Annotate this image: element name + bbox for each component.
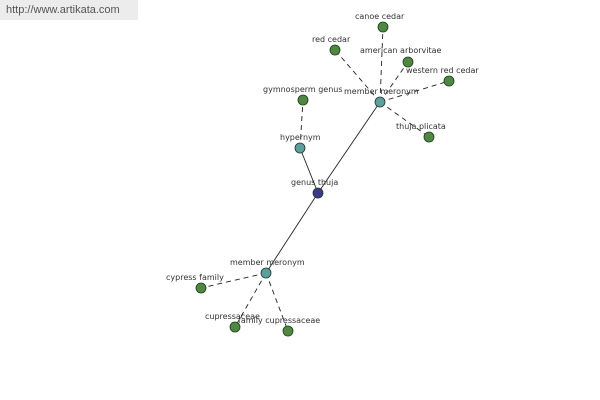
watermark-url: http://www.artikata.com bbox=[0, 0, 138, 20]
node-label-plicata: thuja plicata bbox=[396, 122, 446, 131]
node-label-western: western red cedar bbox=[406, 66, 479, 75]
node-dot-plicata[interactable] bbox=[423, 131, 435, 143]
edge-genus-hyper bbox=[299, 147, 319, 194]
node-dot-genus[interactable] bbox=[312, 187, 324, 199]
node-label-amer: american arborvitae bbox=[360, 46, 441, 55]
node-label-mem2: member meronym bbox=[230, 258, 305, 267]
edge-mem1-red bbox=[334, 49, 381, 103]
edge-genus-mem2 bbox=[265, 192, 319, 274]
node-dot-amer[interactable] bbox=[402, 56, 414, 68]
node-dot-hyper[interactable] bbox=[294, 142, 306, 154]
node-western[interactable]: western red cedar bbox=[406, 66, 479, 87]
graph-nodes: genus thuja hypernym member meronym member … bbox=[166, 12, 479, 337]
node-mem1[interactable]: member meronym bbox=[344, 87, 419, 108]
node-label-red: red cedar bbox=[312, 35, 351, 44]
node-label-canoe: canoe cedar bbox=[355, 12, 405, 21]
node-canoe[interactable]: canoe cedar bbox=[355, 12, 405, 33]
node-label-mem1: member meronym bbox=[344, 87, 419, 96]
node-dot-mem1[interactable] bbox=[374, 96, 386, 108]
node-dot-gymno[interactable] bbox=[297, 94, 309, 106]
node-hyper[interactable]: hypernym bbox=[280, 133, 321, 154]
node-label-cypress: cypress family bbox=[166, 273, 224, 282]
node-label-hyper: hypernym bbox=[280, 133, 321, 142]
edge-mem1-canoe bbox=[379, 26, 384, 103]
node-dot-red[interactable] bbox=[329, 44, 341, 56]
node-label-famcup: family cupressaceae bbox=[238, 316, 320, 325]
node-dot-famcup[interactable] bbox=[282, 325, 294, 337]
edge-mem1-western bbox=[379, 80, 450, 103]
edge-mem1-plicata bbox=[379, 101, 430, 138]
node-amer[interactable]: american arborvitae bbox=[360, 46, 441, 68]
node-label-cupress: cupressaceae bbox=[205, 312, 260, 321]
edge-hyper-gymno bbox=[299, 99, 304, 149]
node-cypress[interactable]: cypress family bbox=[166, 273, 224, 294]
node-cupress[interactable]: cupressaceae bbox=[205, 312, 260, 333]
node-dot-canoe[interactable] bbox=[377, 21, 389, 33]
node-dot-cypress[interactable] bbox=[195, 282, 207, 294]
node-mem2[interactable]: member meronym bbox=[230, 258, 305, 279]
node-genus[interactable]: genus thuja bbox=[291, 178, 338, 199]
node-dot-western[interactable] bbox=[443, 75, 455, 87]
edge-mem1-amer bbox=[379, 61, 409, 103]
edge-mem2-cupress bbox=[234, 272, 267, 328]
edge-mem2-famcup bbox=[265, 272, 289, 332]
node-dot-cupress[interactable] bbox=[229, 321, 241, 333]
node-famcup[interactable]: family cupressaceae bbox=[238, 316, 320, 337]
node-red[interactable]: red cedar bbox=[312, 35, 351, 56]
node-plicata[interactable]: thuja plicata bbox=[396, 122, 446, 143]
node-gymno[interactable]: gymnosperm genus bbox=[263, 85, 343, 106]
node-label-gymno: gymnosperm genus bbox=[263, 85, 343, 94]
node-dot-mem2[interactable] bbox=[260, 267, 272, 279]
node-label-genus: genus thuja bbox=[291, 178, 338, 187]
graph-edges bbox=[200, 26, 450, 332]
edge-mem2-cypress bbox=[200, 272, 267, 289]
edge-genus-mem1 bbox=[317, 101, 381, 194]
